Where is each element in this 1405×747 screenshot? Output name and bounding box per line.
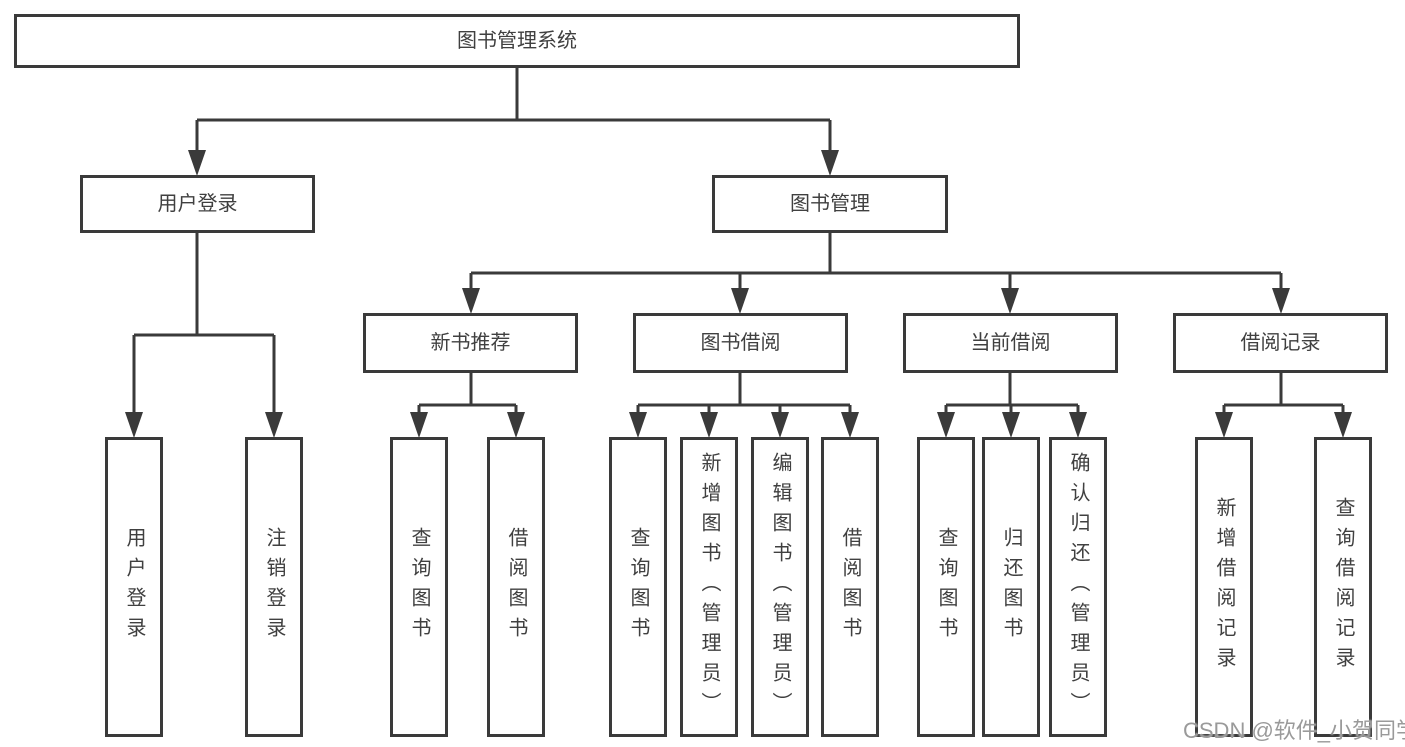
node-label: 注销登录 [263, 527, 285, 647]
leaf-current-query-books: 查询图书 [917, 437, 975, 737]
node-label: 查询借阅记录 [1332, 497, 1354, 677]
node-label: 查询图书 [935, 527, 957, 647]
node-label: 新增借阅记录 [1213, 497, 1235, 677]
node-label: 借阅图书 [839, 527, 861, 647]
node-book-management: 图书管理 [712, 175, 948, 233]
node-label: 查询图书 [627, 527, 649, 647]
node-borrow-records: 借阅记录 [1173, 313, 1388, 373]
leaf-current-return-books: 归还图书 [982, 437, 1040, 737]
node-label: 用户登录 [157, 193, 238, 215]
node-library-system: 图书管理系统 [14, 14, 1020, 68]
arrowheads [125, 150, 1352, 438]
node-book-borrow: 图书借阅 [633, 313, 848, 373]
node-label: 图书管理系统 [457, 30, 577, 52]
leaf-newbooks-query-books: 查询图书 [390, 437, 448, 737]
leaf-records-query-borrow-record: 查询借阅记录 [1314, 437, 1372, 737]
node-user-login: 用户登录 [80, 175, 315, 233]
leaf-borrow-borrow-books: 借阅图书 [821, 437, 879, 737]
node-label: 借阅记录 [1240, 332, 1321, 354]
leaf-user-login: 用户登录 [105, 437, 163, 737]
tree-edges [132, 68, 1345, 433]
node-label: 编辑图书（管理员） [769, 452, 791, 722]
node-label: 图书借阅 [700, 332, 781, 354]
node-current-borrow: 当前借阅 [903, 313, 1118, 373]
node-label: 新书推荐 [430, 332, 511, 354]
node-label: 新增图书（管理员） [698, 452, 720, 722]
leaf-borrow-edit-books-admin: 编辑图书（管理员） [751, 437, 809, 737]
leaf-records-add-borrow-record: 新增借阅记录 [1195, 437, 1253, 737]
leaf-newbooks-borrow-books: 借阅图书 [487, 437, 545, 737]
node-label: 图书管理 [790, 193, 870, 215]
node-label: 查询图书 [408, 527, 430, 647]
leaf-logout: 注销登录 [245, 437, 303, 737]
node-new-book-recommend: 新书推荐 [363, 313, 578, 373]
node-label: 归还图书 [1000, 527, 1022, 647]
node-label: 用户登录 [123, 527, 145, 647]
leaf-current-confirm-return-admin: 确认归还（管理员） [1049, 437, 1107, 737]
node-label: 当前借阅 [970, 332, 1051, 354]
node-label: 确认归还（管理员） [1067, 452, 1089, 722]
leaf-borrow-add-books-admin: 新增图书（管理员） [680, 437, 738, 737]
csdn-watermark: CSDN @软件_小贺同学 [1183, 718, 1405, 743]
leaf-borrow-query-books: 查询图书 [609, 437, 667, 737]
node-label: 借阅图书 [505, 527, 527, 647]
